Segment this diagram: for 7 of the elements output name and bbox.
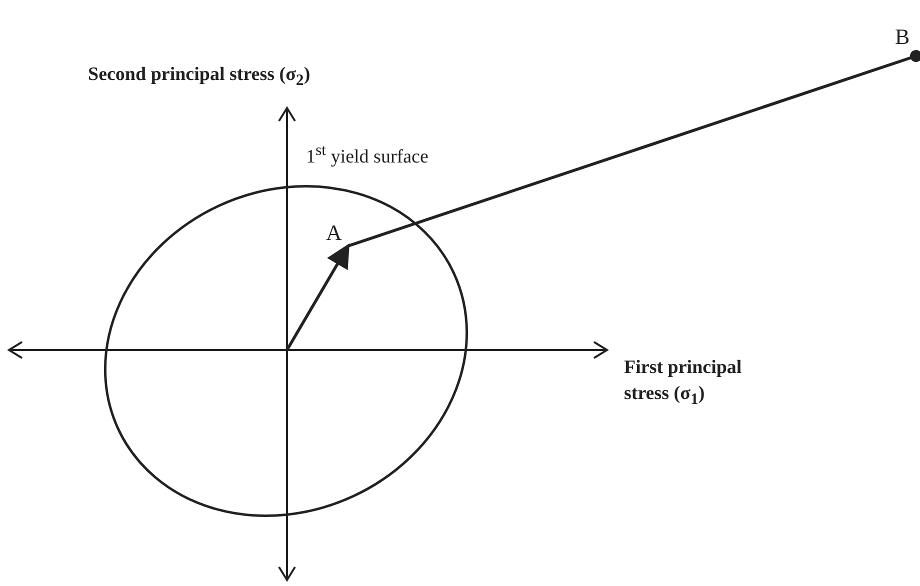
curve-label: 1$^{st}$ yield surface [306, 141, 430, 170]
axis-label: First principal stress (σ$_{1}$) [624, 356, 743, 410]
point-label: A [326, 220, 342, 245]
stress-path-line [348, 50, 920, 248]
axis-label: Second principal stress (σ$_{2}$) [88, 63, 312, 91]
point-label: B [895, 24, 910, 49]
arrow [286, 243, 350, 351]
